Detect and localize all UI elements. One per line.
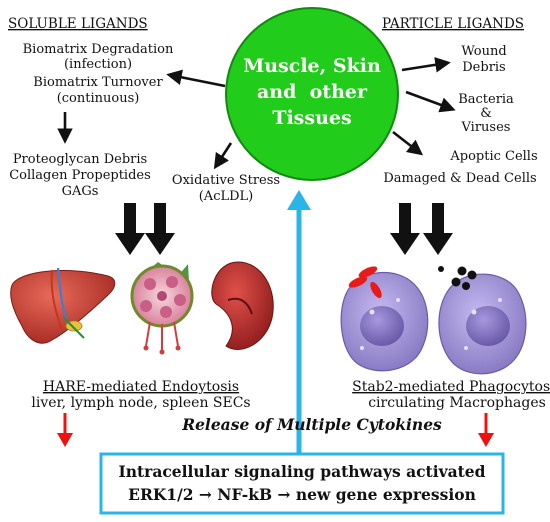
thin-arrows xyxy=(57,57,456,170)
liver-image xyxy=(10,267,116,344)
wound-label: Wound xyxy=(461,44,506,59)
red-arrow-right xyxy=(478,413,494,447)
particle-ligands-heading: PARTICLE LIGANDS xyxy=(382,16,524,32)
thick-arrow-left-1 xyxy=(115,203,145,255)
arrow-to-apoptic xyxy=(392,130,424,156)
apoptic-cells-label: Apoptic Cells xyxy=(449,149,537,164)
macrophage-2 xyxy=(438,273,527,375)
proteoglycan-debris-label: Proteoglycan Debris xyxy=(13,152,147,167)
release-cytokines-label: Release of Multiple Cytokines xyxy=(181,415,442,434)
biomatrix-turnover-label: Biomatrix Turnover xyxy=(33,75,163,90)
red-arrow-left xyxy=(57,413,73,447)
thick-arrow-right-2 xyxy=(423,203,453,255)
stab2-subtitle: circulating Macrophages xyxy=(368,395,546,411)
center-line-1: Muscle, Skin xyxy=(243,55,381,77)
arrow-to-biomatrix xyxy=(166,69,226,88)
soluble-ligands-heading: SOLUBLE LIGANDS xyxy=(8,16,148,32)
gags-label: GAGs xyxy=(62,184,99,199)
red-particles xyxy=(348,266,382,299)
thick-arrows xyxy=(115,203,453,255)
black-particles xyxy=(438,266,477,290)
infection-label: (infection) xyxy=(64,57,132,72)
arrow-to-bacteria xyxy=(405,90,456,113)
tissues-circle xyxy=(225,7,399,181)
biomatrix-degradation-label: Biomatrix Degradation xyxy=(23,42,174,57)
thick-arrow-left-2 xyxy=(145,203,175,255)
oxidative-stress-label: Oxidative Stress xyxy=(172,173,280,188)
bacteria-label: Bacteria xyxy=(458,92,514,107)
signaling-line-1: Intracellular signaling pathways activat… xyxy=(118,462,485,481)
hare-title: HARE-mediated Endoytosis xyxy=(43,379,239,395)
macrophage-1 xyxy=(340,271,429,372)
arrow-to-oxidative xyxy=(213,142,233,170)
collagen-propeptides-label: Collagen Propeptides xyxy=(9,168,151,183)
spleen-image xyxy=(211,261,274,350)
thick-arrow-right-1 xyxy=(390,203,420,255)
lymph-node-image xyxy=(130,262,194,355)
hare-subtitle: liver, lymph node, spleen SECs xyxy=(31,395,250,411)
damaged-dead-cells-label: Damaged & Dead Cells xyxy=(383,171,536,186)
arrow-to-wound xyxy=(401,57,451,73)
ampersand-label: & xyxy=(480,106,492,121)
stab2-title: Stab2-mediated Phagocytosis xyxy=(352,379,550,395)
acldl-label: (AcLDL) xyxy=(199,189,254,204)
debris-label: Debris xyxy=(462,60,505,75)
signaling-line-2: ERK1/2 → NF-kB → new gene expression xyxy=(128,485,476,504)
viruses-label: Viruses xyxy=(461,120,511,135)
cytokine-up-arrow xyxy=(287,190,311,454)
center-line-2: and other xyxy=(257,81,368,103)
signaling-box xyxy=(99,452,505,515)
center-line-3: Tissues xyxy=(272,107,351,129)
continuous-label: (continuous) xyxy=(57,91,140,106)
